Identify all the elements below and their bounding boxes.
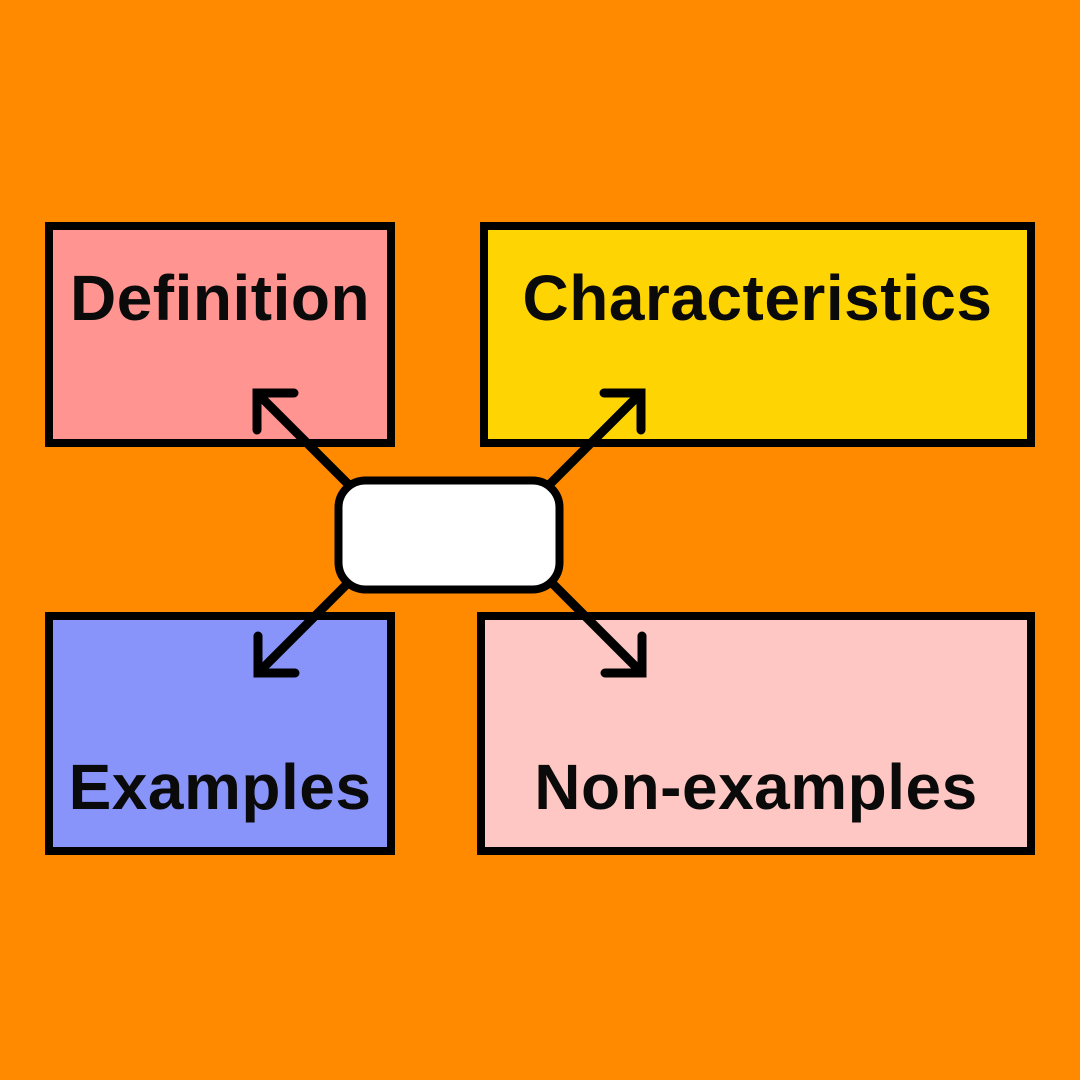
- center-node: [334, 476, 564, 594]
- arrowhead-examples-icon: [253, 631, 300, 678]
- arrowhead-non-examples-icon: [600, 631, 647, 678]
- arrowhead-characteristics-icon: [599, 388, 646, 435]
- arrowhead-definition-icon: [252, 388, 299, 435]
- node-characteristics: Characteristics: [480, 222, 1035, 447]
- node-definition: Definition: [45, 222, 395, 447]
- node-examples: Examples: [45, 612, 395, 855]
- node-definition-label: Definition: [69, 262, 371, 334]
- node-non-examples-label: Non-examples: [534, 751, 978, 823]
- node-non-examples: Non-examples: [477, 612, 1035, 855]
- node-characteristics-label: Characteristics: [522, 262, 993, 334]
- node-examples-label: Examples: [68, 751, 372, 823]
